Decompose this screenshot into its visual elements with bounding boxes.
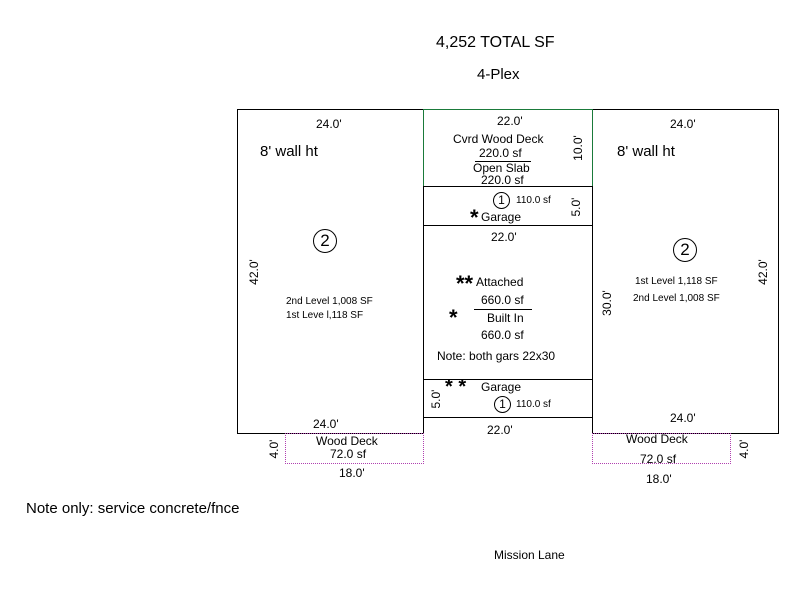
upper-strip-unit-number: 1 bbox=[493, 192, 510, 209]
right-unit-level-line-2: 2nd Level 1,008 SF bbox=[633, 293, 720, 304]
left-deck-width: 18.0' bbox=[339, 466, 365, 480]
right-deck-depth: 4.0' bbox=[737, 439, 751, 459]
lower-strip-side-dimension: 5.0' bbox=[429, 389, 443, 409]
left-wood-deck-outline bbox=[285, 433, 424, 464]
right-wood-deck-outline bbox=[592, 433, 731, 464]
right-unit-top-dimension: 24.0' bbox=[670, 117, 696, 131]
street-name: Mission Lane bbox=[494, 548, 565, 562]
garage-attached-area: 660.0 sf bbox=[481, 293, 524, 307]
right-unit-wall-height: 8' wall ht bbox=[617, 143, 675, 160]
left-unit-number: 2 bbox=[313, 229, 337, 253]
covered-deck-area: 220.0 sf bbox=[479, 146, 522, 160]
covered-deck-side-dimension: 10.0' bbox=[571, 135, 585, 161]
lower-strip-asterisks: * * bbox=[445, 376, 467, 398]
garage-double-asterisk: ** bbox=[456, 271, 474, 296]
left-unit-bottom-dimension: 24.0' bbox=[313, 417, 339, 431]
left-unit-top-dimension: 24.0' bbox=[316, 117, 342, 131]
left-deck-label: Wood Deck bbox=[316, 434, 378, 448]
left-deck-depth: 4.0' bbox=[267, 439, 281, 459]
right-unit-side-dimension: 42.0' bbox=[756, 259, 770, 285]
left-unit-level-line-2: 1st Leve l,118 SF bbox=[286, 310, 364, 321]
upper-strip-area: 110.0 sf bbox=[516, 195, 551, 206]
upper-strip-garage-label: Garage bbox=[481, 210, 522, 224]
lower-strip-garage-label: Garage bbox=[481, 380, 522, 394]
total-square-feet: 4,252 TOTAL SF bbox=[436, 34, 555, 51]
left-unit-side-dimension: 42.0' bbox=[247, 259, 261, 285]
center-top-dimension: 22.0' bbox=[497, 114, 523, 128]
garage-single-asterisk: * bbox=[449, 305, 458, 330]
building-type: 4-Plex bbox=[477, 66, 520, 83]
garage-attached-label: Attached bbox=[476, 275, 524, 289]
right-unit-level-line-1: 1st Level 1,118 SF bbox=[635, 276, 718, 287]
covered-deck-divider bbox=[475, 161, 531, 162]
left-deck-area: 72.0 sf bbox=[330, 447, 367, 461]
lower-strip-unit-number: 1 bbox=[494, 396, 511, 413]
service-note: Note only: service concrete/fnce bbox=[26, 500, 240, 517]
left-unit-level-line-1: 2nd Level 1,008 SF bbox=[286, 296, 373, 307]
right-deck-width: 18.0' bbox=[646, 472, 672, 486]
upper-strip-asterisk: * bbox=[470, 205, 479, 230]
right-deck-area: 72.0 sf bbox=[640, 452, 677, 466]
garage-built-in-area: 660.0 sf bbox=[481, 328, 524, 342]
garage-divider bbox=[474, 309, 532, 310]
open-slab-area: 220.0 sf bbox=[481, 173, 524, 187]
garage-side-dimension: 30.0' bbox=[600, 290, 614, 316]
right-unit-bottom-dimension: 24.0' bbox=[670, 411, 696, 425]
lower-garage-strip-outline bbox=[423, 379, 593, 418]
right-unit-number: 2 bbox=[673, 238, 697, 262]
garage-built-in-label: Built In bbox=[487, 311, 524, 325]
lower-strip-area: 110.0 sf bbox=[516, 399, 551, 410]
upper-strip-side-dimension: 5.0' bbox=[569, 197, 583, 217]
garage-note: Note: both gars 22x30 bbox=[437, 349, 556, 363]
open-slab-label: Open Slab bbox=[473, 161, 530, 175]
garage-top-dimension: 22.0' bbox=[491, 230, 517, 244]
left-unit-wall-height: 8' wall ht bbox=[260, 143, 318, 160]
center-bottom-dimension: 22.0' bbox=[487, 423, 513, 437]
right-deck-label: Wood Deck bbox=[626, 432, 688, 446]
covered-deck-label: Cvrd Wood Deck bbox=[453, 132, 544, 146]
